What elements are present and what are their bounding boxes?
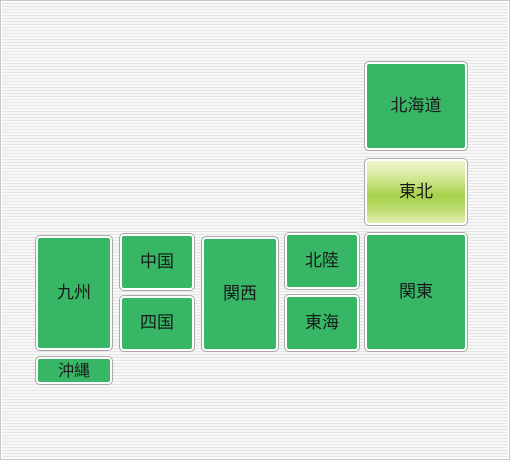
region-kyushu-label: 九州 [57, 282, 91, 303]
region-shikoku-button[interactable]: 四国 [119, 295, 195, 352]
region-kyushu-button[interactable]: 九州 [35, 235, 113, 351]
region-kansai-button[interactable]: 関西 [201, 236, 279, 352]
region-kansai-label: 関西 [223, 283, 257, 304]
region-okinawa-label: 沖縄 [57, 360, 90, 380]
region-kanto-button[interactable]: 関東 [364, 232, 468, 352]
region-tohoku-label: 東北 [399, 181, 433, 202]
region-tokai-button[interactable]: 東海 [284, 294, 360, 352]
region-tohoku-button[interactable]: 東北 [364, 158, 468, 226]
region-okinawa-button[interactable]: 沖縄 [35, 356, 113, 385]
region-shikoku-label: 四国 [140, 313, 174, 333]
region-chugoku-label: 中国 [140, 251, 174, 272]
region-kanto-label: 関東 [399, 281, 433, 302]
region-hokkaido-button[interactable]: 北海道 [364, 61, 468, 151]
region-tokai-label: 東海 [305, 312, 339, 333]
region-hokuriku-label: 北陸 [305, 250, 339, 271]
region-hokuriku-button[interactable]: 北陸 [284, 232, 360, 290]
region-chugoku-button[interactable]: 中国 [119, 233, 195, 291]
region-hokkaido-label: 北海道 [390, 95, 442, 116]
